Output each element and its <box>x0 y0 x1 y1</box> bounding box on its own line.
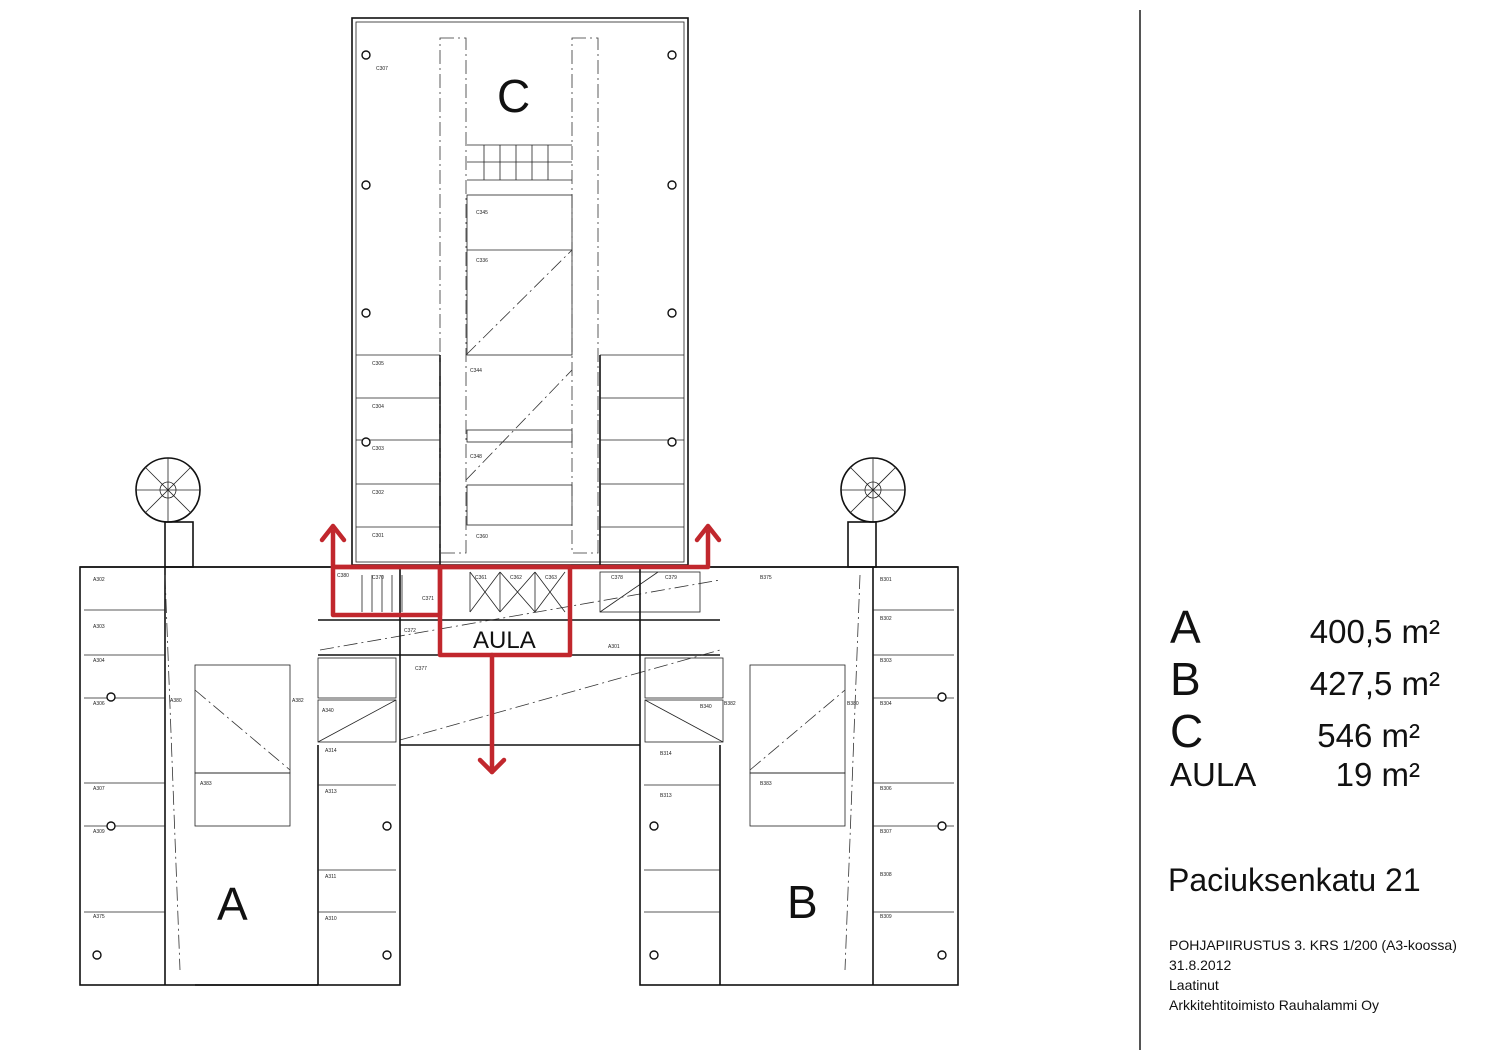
room-label: C336 <box>476 258 488 264</box>
room-label: A304 <box>93 658 105 664</box>
wing-a-label: A <box>217 878 248 930</box>
address: Paciuksenkatu 21 <box>1168 862 1421 898</box>
spiral-stair-right-icon <box>840 457 906 568</box>
room-label: B309 <box>880 914 892 920</box>
room-label: C378 <box>611 575 623 581</box>
room-label: A383 <box>200 781 212 787</box>
room-label: C361 <box>475 575 487 581</box>
room-label: A310 <box>325 916 337 922</box>
room-label: C301 <box>372 533 384 539</box>
room-label: A340 <box>322 708 334 714</box>
room-label: A303 <box>93 624 105 630</box>
room-label: A375 <box>93 914 105 920</box>
room-label: C372 <box>404 628 416 634</box>
room-label: A314 <box>325 748 337 754</box>
room-label: A302 <box>93 577 105 583</box>
room-label: C305 <box>372 361 384 367</box>
spiral-stair-left-icon <box>135 457 201 568</box>
room-label: B383 <box>760 781 772 787</box>
title-block-divider <box>1139 10 1141 1050</box>
author: Arkkitehtitoimisto Rauhalammi Oy <box>1169 997 1380 1013</box>
room-label: A382 <box>292 698 304 704</box>
room-label: A309 <box>93 829 105 835</box>
room-label: C363 <box>545 575 557 581</box>
room-label: A313 <box>325 789 337 795</box>
room-label: B340 <box>700 704 712 710</box>
room-label: B307 <box>880 829 892 835</box>
room-label: A380 <box>170 698 182 704</box>
wing-b-outline: B <box>639 566 959 986</box>
room-label: C348 <box>470 454 482 460</box>
drawing-info: POHJAPIIRUSTUS 3. KRS 1/200 (A3-koossa) … <box>1169 935 1457 1015</box>
room-label: B303 <box>880 658 892 664</box>
aula-label: AULA <box>473 627 536 654</box>
room-label: C360 <box>476 534 488 540</box>
room-label: B306 <box>880 786 892 792</box>
room-label: C377 <box>415 666 427 672</box>
room-label: C380 <box>337 573 349 579</box>
room-label: C379 <box>665 575 677 581</box>
room-label: B301 <box>880 577 892 583</box>
room-label: B314 <box>660 751 672 757</box>
room-label: A301 <box>608 644 620 650</box>
wing-a-outline: A <box>79 566 401 986</box>
room-label: A306 <box>93 701 105 707</box>
wing-b-label: B <box>787 876 818 928</box>
room-label: C362 <box>510 575 522 581</box>
room-label: B375 <box>760 575 772 581</box>
room-labels: C307 C345 C336 C380 C305 C304 C303 C302 … <box>93 66 892 922</box>
room-label: B313 <box>660 793 672 799</box>
structural-columns <box>92 50 947 960</box>
room-label: B302 <box>880 616 892 622</box>
room-label: C344 <box>470 368 482 374</box>
drawing-title: POHJAPIIRUSTUS 3. KRS 1/200 (A3-koossa) <box>1169 937 1457 953</box>
room-label: C302 <box>372 490 384 496</box>
room-label: A307 <box>93 786 105 792</box>
floor-plan: A B C C307 C345 C336 C380 C3 <box>79 17 959 986</box>
prepared-label: Laatinut <box>1169 977 1219 993</box>
room-label: B382 <box>724 701 736 707</box>
room-label: C303 <box>372 446 384 452</box>
room-label: C345 <box>476 210 488 216</box>
room-label: A311 <box>325 874 337 880</box>
room-label: B380 <box>847 701 859 707</box>
room-label: C371 <box>422 596 434 602</box>
room-label: C370 <box>372 575 384 581</box>
room-label: C307 <box>376 66 388 72</box>
wing-c-label: C <box>497 70 530 122</box>
room-label: B304 <box>880 701 892 707</box>
aula-highlight: AULA <box>319 523 722 775</box>
drawing-date: 31.8.2012 <box>1169 957 1232 973</box>
room-label: B308 <box>880 872 892 878</box>
room-label: C304 <box>372 404 384 410</box>
